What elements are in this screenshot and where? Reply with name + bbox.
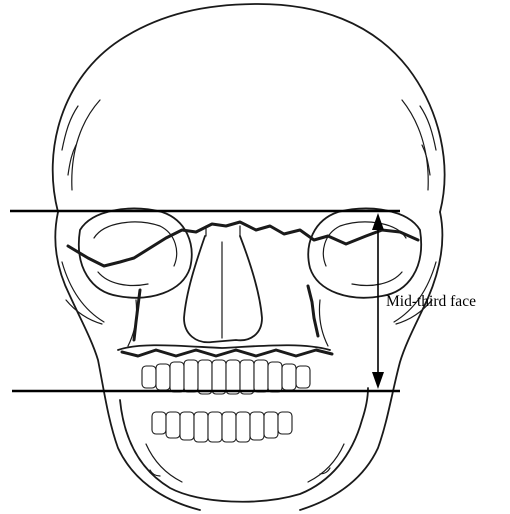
tooth <box>198 360 212 394</box>
nasal-aperture <box>184 236 262 342</box>
tooth <box>296 366 310 388</box>
tooth <box>240 360 254 394</box>
tooth <box>208 412 222 442</box>
tooth <box>268 362 282 392</box>
tooth <box>250 412 264 440</box>
tooth <box>278 412 292 434</box>
orbit-left-inner <box>94 222 177 286</box>
skull-side-left <box>55 212 200 510</box>
tooth <box>282 364 296 390</box>
nasal-bone <box>206 226 240 236</box>
tooth <box>264 412 278 438</box>
tooth <box>180 412 194 440</box>
cranium-outline <box>53 4 445 212</box>
cranium-shading-left <box>62 106 78 175</box>
tooth <box>184 360 198 392</box>
tooth <box>156 364 170 390</box>
tooth <box>226 360 240 394</box>
mid-third-measurement-arrow <box>372 213 384 389</box>
mandible-shading <box>146 444 344 482</box>
upper-teeth <box>142 360 310 394</box>
mid-third-face-label: Mid-third face <box>386 293 476 310</box>
tooth <box>166 412 180 438</box>
tooth <box>222 412 236 442</box>
maxilla <box>118 345 330 350</box>
tooth <box>194 412 208 442</box>
tooth <box>212 360 226 394</box>
fracture-line-lower <box>122 350 332 356</box>
maxilla-shading <box>128 300 328 346</box>
tooth <box>142 366 156 388</box>
lower-teeth <box>152 412 292 442</box>
tooth <box>170 362 184 392</box>
measurement-arrowhead-top <box>372 213 384 230</box>
measurement-arrowhead-bottom <box>372 372 384 389</box>
fracture-line-lateral-right <box>308 286 318 336</box>
skull-illustration <box>53 4 445 510</box>
tooth <box>254 360 268 392</box>
mandible <box>120 388 368 502</box>
tooth <box>236 412 250 442</box>
tooth <box>152 412 166 434</box>
